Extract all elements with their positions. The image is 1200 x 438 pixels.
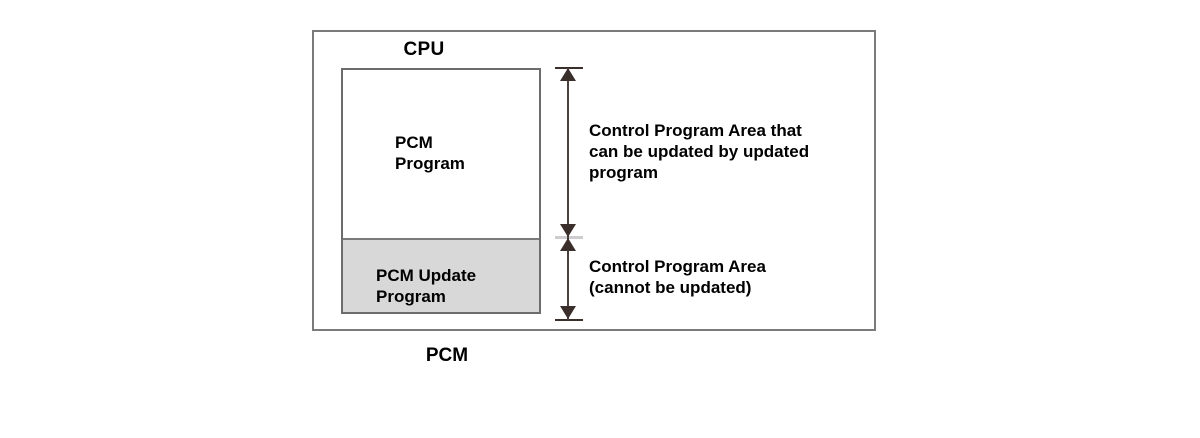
dimension-tick-middle: [555, 236, 583, 239]
cpu-label: CPU: [403, 39, 445, 60]
pcm-program-region: PCM Program: [343, 70, 539, 238]
pcm-update-program-label: PCM Update Program: [376, 266, 477, 306]
arrow-up-icon-middle: [560, 238, 576, 251]
dimension-tick-bottom: [555, 319, 583, 321]
arrow-up-icon-top: [560, 68, 576, 81]
annotation-non-updatable-area: Control Program Area (cannot be updated): [589, 257, 766, 297]
pcm-memory-box: PCM Program PCM Update Program: [341, 68, 541, 314]
cpu-boundary-box: PCM Program PCM Update Program: [312, 30, 876, 331]
arrow-down-icon-bottom: [560, 306, 576, 319]
dimension-arrow-column: [548, 60, 592, 321]
pcm-update-program-region: PCM Update Program: [343, 238, 539, 312]
pcm-program-label: PCM Program: [395, 133, 465, 173]
annotation-updatable-area: Control Program Area that can be updated…: [589, 121, 810, 182]
dimension-line-upper: [567, 68, 569, 238]
dimension-line-lower: [567, 238, 569, 320]
arrow-down-icon-middle: [560, 224, 576, 237]
pcm-caption-label: PCM: [425, 345, 469, 366]
